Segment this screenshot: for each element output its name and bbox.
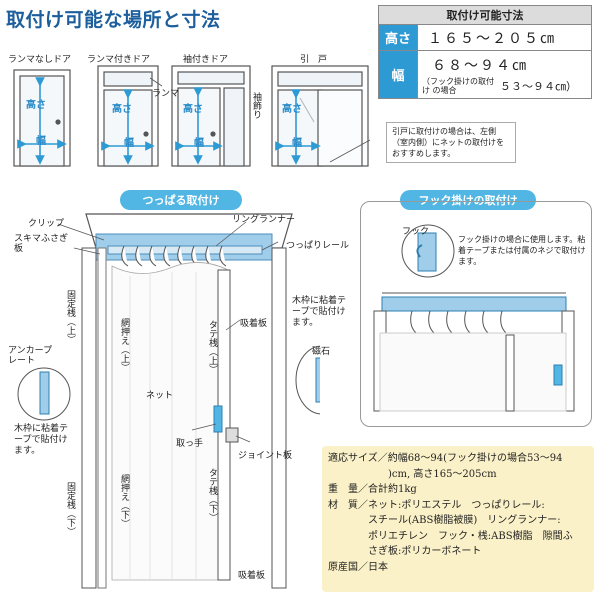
dimensions-table: 取付け可能寸法 高さ １６５～２０５㎝ 幅 ６８～９４㎝ （フック掛けの取付け … [378, 5, 592, 99]
joint-plate-label: ジョイント板 [238, 451, 293, 461]
hook-value: ５３～９４㎝） [500, 79, 577, 93]
gap-plate-label: スキマふさぎ板 [14, 234, 69, 254]
spec-line: ポリエチレン フック・桟:ABS樹脂 隙間ふ [328, 530, 573, 542]
suction-plate-lower-label: 吸着板 [238, 571, 266, 581]
magnet-label: 磁石 [312, 347, 331, 357]
height-value: １６５～２０５㎝ [417, 24, 592, 51]
door1-width-label: 幅 [36, 136, 46, 147]
handle-label: 取っ手 [176, 439, 204, 449]
spec-line: さぎ板:ポリカーボネート [328, 546, 482, 557]
hook-section-title: フック掛けの取付け [400, 190, 536, 210]
sliding-note: 引戸に取付けの場合は、左側（室内側）にネットの取付けをおすすめします。 [386, 122, 516, 163]
door4-width-label: 幅 [292, 138, 302, 149]
net-holder-lower-label: 網押え（下） [119, 474, 129, 528]
width-key: 幅 [378, 50, 418, 99]
door-label-sleeve: 袖付きドア [183, 55, 229, 65]
clip-label: クリップ [28, 219, 65, 229]
door3-width-label: 幅 [194, 138, 204, 149]
spec-line: )cm, 高さ165～205cm [328, 468, 497, 480]
tension-rail-label: つっぱりレール [286, 241, 350, 251]
door3-height-label: 高さ [183, 104, 203, 115]
door-sleeve [171, 65, 251, 167]
door2-width-label: 幅 [124, 138, 134, 149]
spec-line: 適応サイズ／約幅68～94(フック掛けの場合53～94 [328, 453, 563, 464]
transom-callout: ランマ [152, 89, 180, 99]
dimensions-header: 取付け可能寸法 [378, 5, 592, 25]
magnet-note: 木枠に粘着テープで貼付けます。 [292, 296, 347, 328]
width-value: ６８～９４㎝ [432, 57, 528, 74]
tension-section-title: つっぱる取付け [120, 190, 242, 210]
anchor-plate-label: アンカープレート [8, 346, 53, 366]
fixed-post-lower-label: 固定桟（下） [65, 482, 75, 536]
door-no-transom [13, 69, 71, 167]
net-holder-upper-label: 網押え（上） [119, 318, 129, 372]
spec-box: 適応サイズ／約幅68～94(フック掛けの場合53～94 )cm, 高さ165～2… [322, 446, 594, 592]
suction-plate-upper-label: 吸着板 [240, 319, 268, 329]
door-sliding [271, 65, 369, 167]
hook-note: （フック掛けの取付け の場合 [422, 76, 494, 95]
hook-diagram [373, 224, 575, 412]
door-diagrams [13, 65, 371, 167]
page-title: 取付け可能な場所と寸法 [6, 9, 221, 31]
net-label: ネット [146, 391, 174, 401]
hook-label: フック [402, 227, 430, 237]
door4-height-label: 高さ [282, 104, 302, 115]
hook-section-box [360, 201, 592, 427]
door1-height-label: 高さ [26, 100, 46, 111]
ring-runner-label: リングランナー [232, 215, 296, 225]
spec-line: スチール(ABS樹脂被膜) リングランナー: [328, 515, 561, 526]
anchor-note: 木枠に粘着テープで貼付けます。 [14, 424, 69, 456]
spec-line: 材 質／ネット:ポリエステル つっぱりレール: [328, 499, 545, 511]
vertical-post-upper-label: タテ桟（上） [207, 320, 217, 374]
height-key: 高さ [378, 24, 418, 51]
door2-height-label: 高さ [112, 104, 132, 115]
hook-note-text: フック掛けの場合に使用します。粘着テープまたは付属のネジで取付けます。 [458, 235, 586, 266]
spec-line: 重 量／合計約1kg [328, 484, 417, 495]
tension-diagram [17, 213, 320, 589]
vertical-post-lower-label: タテ桟（下） [207, 468, 217, 522]
door-label-sliding: 引 戸 [300, 55, 328, 65]
spec-line: 原産国／日本 [328, 561, 388, 573]
fixed-post-upper-label: 固定桟（上） [65, 290, 75, 344]
door-label-transom: ランマ付きドア [87, 55, 151, 65]
door-label-no-transom: ランマなしドア [8, 55, 72, 65]
sleeve-callout: 袖飾り [251, 92, 261, 119]
